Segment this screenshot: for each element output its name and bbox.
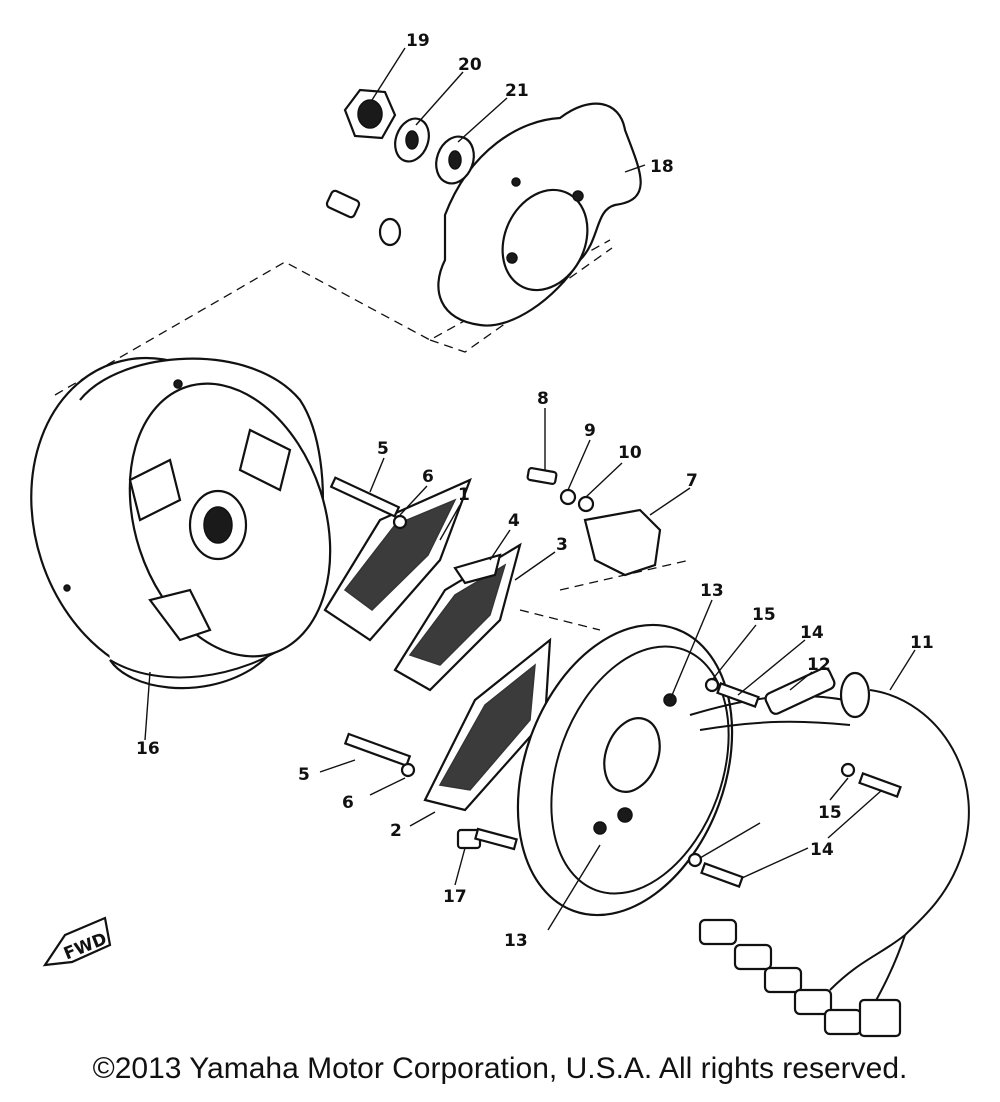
callout-3: 3 — [556, 535, 568, 555]
callout-6-bottom: 6 — [342, 793, 354, 813]
contact-breaker — [583, 508, 662, 577]
callout-15-bottom: 15 — [818, 803, 842, 823]
callout-21: 21 — [505, 81, 529, 101]
callout-13-top: 13 — [700, 581, 724, 601]
callout-4: 4 — [508, 511, 520, 531]
fwd-arrow: FWD — [42, 916, 112, 967]
contact-breaker-group — [519, 408, 691, 631]
flywheel-rotor — [30, 356, 332, 741]
exploded-parts-diagram: FWD 19 20 21 18 16 5 6 1 4 3 8 9 10 7 13… — [30, 31, 970, 1038]
callout-16-rotor: 16 — [136, 739, 160, 759]
callout-11: 11 — [910, 633, 934, 653]
callout-1: 1 — [458, 485, 470, 505]
coil-assemblies — [319, 457, 556, 827]
callout-13-bottom: 13 — [504, 931, 528, 951]
nut-19 — [343, 88, 397, 140]
callout-12: 12 — [807, 655, 831, 675]
callout-8: 8 — [537, 389, 549, 409]
copyright-notice: ©2013 Yamaha Motor Corporation, U.S.A. A… — [92, 1052, 908, 1085]
wire-harness — [687, 624, 970, 1038]
callout-9: 9 — [584, 421, 596, 441]
callout-6-top: 6 — [422, 467, 434, 487]
bolt-17 — [454, 827, 518, 886]
callout-labels: 19 20 21 18 16 5 6 1 4 3 8 9 10 7 13 15 … — [136, 31, 934, 951]
callout-5-bottom: 5 — [298, 765, 310, 785]
cover-plate-group — [54, 47, 646, 396]
washer-20 — [394, 117, 430, 163]
callout-17: 17 — [443, 887, 467, 907]
callout-19: 19 — [406, 31, 430, 51]
callout-7: 7 — [686, 471, 698, 491]
callout-2: 2 — [390, 821, 402, 841]
callout-10: 10 — [618, 443, 642, 463]
callout-18: 18 — [650, 157, 674, 177]
callout-15-top: 15 — [752, 605, 776, 625]
callout-20: 20 — [458, 55, 482, 75]
callout-14-bottom: 14 — [810, 840, 834, 860]
callout-14-top: 14 — [800, 623, 824, 643]
callout-5-top: 5 — [377, 439, 389, 459]
stator-base-plate — [516, 599, 734, 931]
